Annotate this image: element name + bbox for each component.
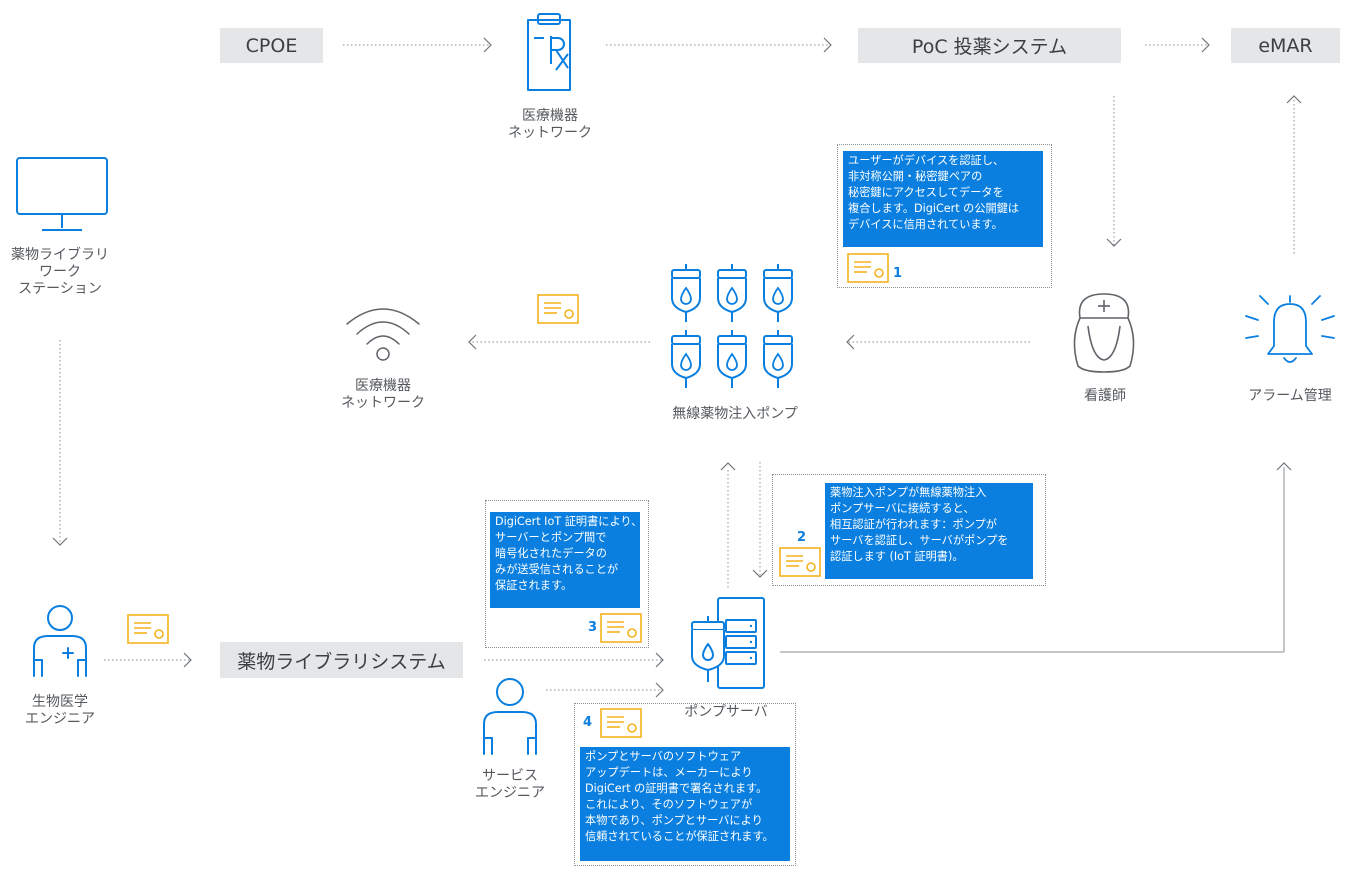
note1-certificate-icon bbox=[847, 253, 889, 283]
workstation-label: 薬物ライブラリ ワーク ステーション bbox=[2, 247, 118, 298]
note2-line: 相互認証が行われます：ポンプが bbox=[830, 518, 997, 531]
note1-line: デバイスに信用されています。 bbox=[848, 218, 1003, 231]
biomed-label-line2: エンジニア bbox=[25, 711, 95, 727]
prescription-clipboard-icon bbox=[527, 13, 571, 91]
note1-line: ユーザーがデバイスを認証し、 bbox=[848, 154, 1005, 167]
note4-line: これにより、そのソフトウェアが bbox=[585, 798, 753, 811]
infusion-pumps-icon bbox=[671, 263, 793, 389]
note4-number: 4 bbox=[583, 715, 593, 730]
note1-line: 非対称公開・秘密鍵ペアの bbox=[848, 170, 983, 183]
alarm-bell-icon bbox=[1245, 295, 1335, 363]
emar-label: eMAR bbox=[1258, 34, 1313, 57]
network-label-line2: ネットワーク bbox=[341, 395, 425, 411]
note2-certificate-icon bbox=[779, 547, 821, 577]
biomedical-engineer-icon bbox=[33, 605, 87, 677]
note2-number: 2 bbox=[797, 530, 807, 545]
note4-certificate-icon bbox=[600, 708, 642, 738]
biomed-label: 生物医学 エンジニア bbox=[10, 694, 110, 728]
drug-library-system-label: 薬物ライブラリシステム bbox=[237, 650, 446, 673]
note2-line: 認証します (IoT 証明書)。 bbox=[830, 550, 964, 563]
pump-server-label: ポンプサーバ bbox=[684, 704, 768, 720]
note3-line: 保証されます。 bbox=[495, 579, 573, 592]
service-engineer-label: サービス エンジニア bbox=[460, 768, 560, 802]
note4-line: 本物であり、ポンプとサーバにより bbox=[585, 814, 763, 827]
note3-frame bbox=[485, 500, 649, 648]
poc-label: PoC 投薬システム bbox=[911, 36, 1068, 58]
note3-text: DigiCert IoT 証明書により、 サーバーとポンプ間で 暗号化されたデー… bbox=[490, 512, 643, 608]
network-label: 医療機器 ネットワーク bbox=[333, 378, 433, 412]
poc-medication-system-box: PoC 投薬システム bbox=[858, 28, 1121, 63]
note3-line: サーバーとポンプ間で bbox=[495, 531, 607, 544]
note1-number: 1 bbox=[893, 266, 903, 281]
certificate-icon bbox=[127, 614, 169, 644]
cpoe-label: CPOE bbox=[245, 34, 298, 57]
pump-server-icon bbox=[691, 597, 765, 689]
drug-library-system-box: 薬物ライブラリシステム bbox=[220, 642, 463, 678]
note3-certificate-icon bbox=[600, 613, 642, 643]
rx-network-label-line1: 医療機器 bbox=[522, 108, 578, 124]
service-engineer-icon bbox=[483, 678, 537, 755]
rx-network-label: 医療機器 ネットワーク bbox=[500, 108, 600, 142]
note2-line: サーバを認証し、サーバがポンプを bbox=[830, 534, 1009, 547]
rx-network-label-line2: ネットワーク bbox=[508, 125, 592, 141]
note4-line: 信頼されていることが保証されます。 bbox=[585, 830, 774, 843]
note3-line: みが送受信されることが bbox=[495, 563, 619, 576]
network-label-line1: 医療機器 bbox=[355, 378, 411, 394]
alarm-label: アラーム管理 bbox=[1248, 388, 1332, 404]
workstation-label-line2: ワーク bbox=[39, 264, 81, 280]
note3-line: DigiCert IoT 証明書により、 bbox=[495, 515, 643, 528]
note2-line: 薬物注入ポンプが無線薬物注入 bbox=[830, 486, 987, 499]
service-engineer-label-line2: エンジニア bbox=[475, 785, 545, 801]
wifi-icon bbox=[346, 308, 420, 361]
cpoe-box: CPOE bbox=[220, 28, 323, 63]
note4-text: ポンプとサーバのソフトウェア アップデートは、メーカーにより DigiCert … bbox=[580, 747, 790, 861]
nurse-label: 看護師 bbox=[1084, 388, 1126, 404]
monitor-icon bbox=[16, 157, 108, 231]
service-engineer-label-line1: サービス bbox=[482, 768, 538, 784]
note1-line: 秘密鍵にアクセスしてデータを bbox=[848, 186, 1004, 199]
note2-line: ポンプサーバに接続すると、 bbox=[830, 502, 975, 515]
note4-line: アップデートは、メーカーにより bbox=[585, 766, 753, 779]
note3-number: 3 bbox=[588, 620, 598, 635]
workstation-label-line3: ステーション bbox=[18, 281, 102, 297]
note2-frame bbox=[772, 474, 1046, 586]
emar-box: eMAR bbox=[1231, 28, 1340, 63]
certificate-icon bbox=[537, 294, 579, 324]
note4-line: ポンプとサーバのソフトウェア bbox=[585, 750, 742, 763]
pumps-label: 無線薬物注入ポンプ bbox=[672, 406, 798, 422]
note1-frame bbox=[837, 144, 1052, 288]
note4-line: DigiCert の証明書で署名されます。 bbox=[585, 782, 768, 795]
note4-frame bbox=[574, 703, 796, 866]
note1-line: 複合します。DigiCert の公開鍵は bbox=[848, 202, 1020, 215]
workstation-label-line1: 薬物ライブラリ bbox=[11, 247, 109, 263]
note3-line: 暗号化されたデータの bbox=[495, 547, 607, 560]
note1-text: ユーザーがデバイスを認証し、 非対称公開・秘密鍵ペアの 秘密鍵にアクセスしてデー… bbox=[843, 151, 1043, 247]
note2-text: 薬物注入ポンプが無線薬物注入 ポンプサーバに接続すると、 相互認証が行われます：… bbox=[825, 483, 1033, 579]
biomed-label-line1: 生物医学 bbox=[32, 694, 88, 710]
nurse-icon bbox=[1073, 293, 1135, 373]
